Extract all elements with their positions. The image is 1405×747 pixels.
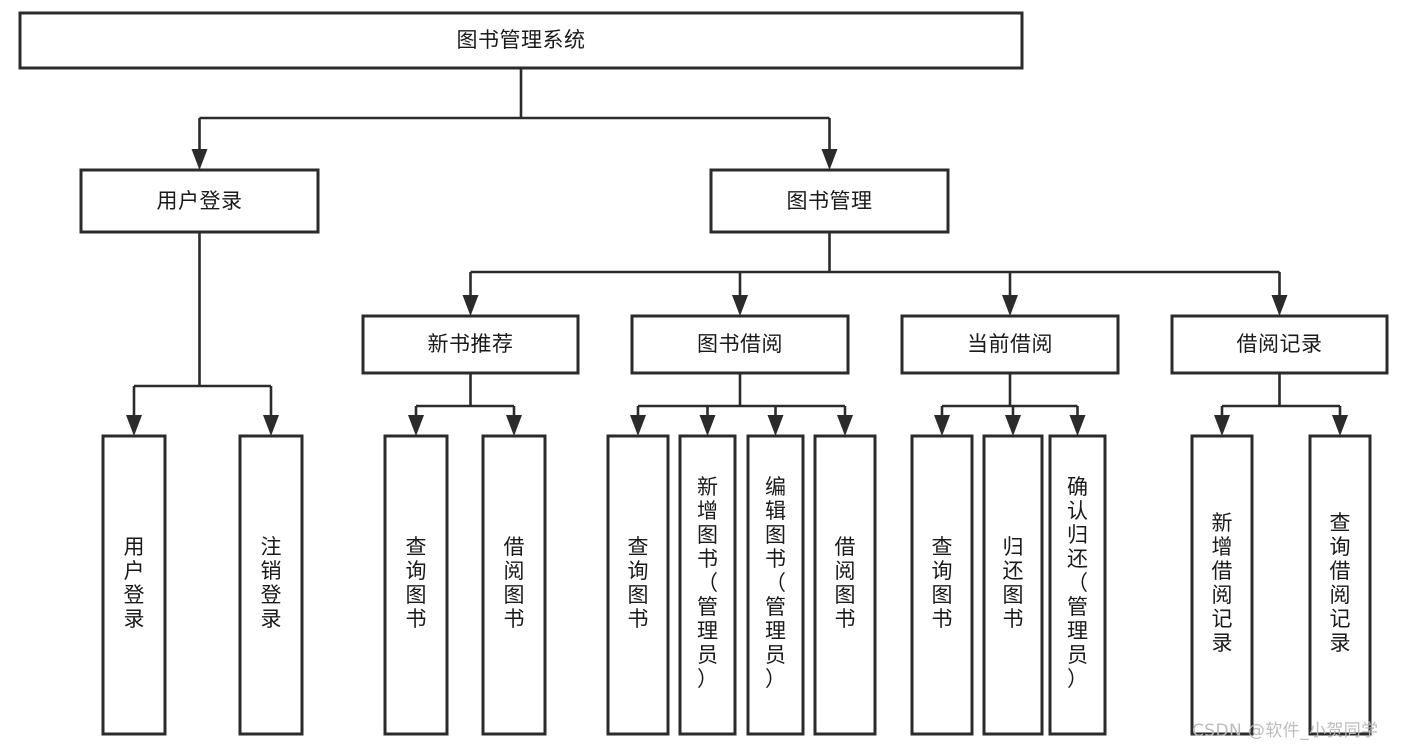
node-box-current-borrow[interactable] — [900, 314, 1120, 375]
arrow-head-icon-user-login — [191, 149, 208, 170]
connectors-layer — [126, 68, 1348, 436]
arrow-head-icon-leaf-query-book-borrow — [630, 415, 646, 436]
arrow-head-icon-leaf-query-book-rec — [408, 415, 424, 436]
node-box-leaf-add-record[interactable] — [1190, 434, 1254, 736]
node-box-new-book-recommend[interactable] — [361, 314, 580, 375]
arrow-head-icon-leaf-confirm-return — [1069, 415, 1086, 436]
node-box-leaf-query-book-rec[interactable] — [383, 434, 449, 736]
node-box-leaf-edit-book[interactable] — [746, 434, 805, 736]
node-box-leaf-query-book-borrow[interactable] — [606, 434, 670, 736]
node-box-root[interactable] — [18, 11, 1024, 70]
arrow-head-icon-leaf-add-book — [699, 415, 716, 436]
node-box-book-borrow[interactable] — [630, 314, 850, 375]
arrow-head-icon-book-borrow — [732, 295, 748, 316]
arrow-head-icon-leaf-borrow-book-rec — [506, 415, 522, 436]
node-box-leaf-add-book[interactable] — [678, 434, 737, 736]
node-box-leaf-user-login[interactable] — [101, 434, 167, 736]
arrow-head-icon-leaf-return-book — [1005, 415, 1021, 436]
arrow-head-icon-book-manage — [821, 149, 838, 170]
arrow-head-icon-leaf-user-login — [126, 415, 142, 436]
arrow-head-icon-leaf-logout — [263, 415, 279, 436]
node-box-leaf-query-record[interactable] — [1308, 434, 1372, 736]
arrow-head-icon-leaf-query-record — [1332, 415, 1348, 436]
arrow-head-icon-leaf-query-book-cur — [934, 415, 950, 436]
arrow-head-icon-leaf-borrow-book — [837, 415, 853, 436]
node-box-borrow-record[interactable] — [1170, 314, 1389, 375]
arrow-head-icon-leaf-edit-book — [767, 415, 784, 436]
arrow-head-icon-current-borrow — [1002, 295, 1018, 316]
node-box-leaf-borrow-book-rec[interactable] — [481, 434, 547, 736]
arrow-head-icon-leaf-add-record — [1214, 415, 1230, 436]
node-box-leaf-query-book-cur[interactable] — [910, 434, 974, 736]
node-box-leaf-return-book[interactable] — [982, 434, 1044, 736]
node-box-leaf-logout[interactable] — [238, 434, 304, 736]
csdn-watermark: CSDN @软件_小贺同学 — [1192, 721, 1379, 741]
boxes-layer — [18, 11, 1389, 736]
node-box-leaf-confirm-return[interactable] — [1048, 434, 1107, 736]
arrow-head-icon-borrow-record — [1271, 295, 1288, 316]
node-box-user-login[interactable] — [79, 168, 320, 234]
node-box-leaf-borrow-book[interactable] — [813, 434, 877, 736]
arrow-head-icon-new-book-recommend — [462, 295, 479, 316]
node-box-book-manage[interactable] — [709, 168, 950, 234]
